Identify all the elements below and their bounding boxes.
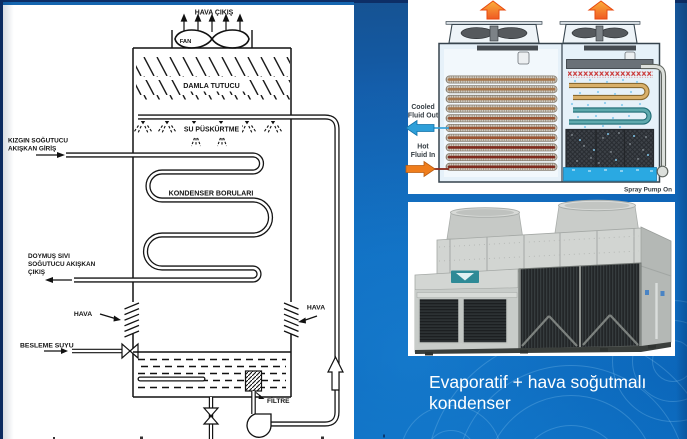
fan-motor <box>517 51 530 65</box>
hot-refrigerant-in-label-2: AKIŞKAN GİRİŞ <box>8 144 57 153</box>
hot-fluid-label-2: Fluid In <box>411 152 436 159</box>
filter-label: FİLTRE <box>267 397 290 405</box>
drain-valve-icon <box>202 407 220 425</box>
tower-diagram: Cooled Fluid Out Hot Fluid In Spray Pump… <box>405 0 672 194</box>
fan-blades <box>571 27 629 39</box>
air-out-label: HAVA ÇIKIŞ <box>195 10 234 17</box>
coil-braces <box>521 314 639 347</box>
spray-pump-icon <box>656 165 669 178</box>
slide-left-edge <box>0 0 3 439</box>
spray-pump-label: Spray Pump On <box>624 187 672 194</box>
filter-box <box>245 371 262 391</box>
drift-eliminator-hatch <box>136 57 290 77</box>
drift-eliminator-bar <box>566 59 654 69</box>
airflow-up-arrow-icon <box>587 0 615 20</box>
inlet-arrow-icon <box>57 152 65 158</box>
fan-blades <box>460 27 528 39</box>
cooled-fluid-label-2: Fluid Out <box>408 113 439 120</box>
spray-row <box>568 71 653 78</box>
equipment-photo <box>414 199 672 356</box>
intake-grille <box>462 297 508 344</box>
saturated-out-label-1: DOYMUŞ SIVI <box>28 253 70 260</box>
air-cooled-coil-bank <box>445 75 558 171</box>
cooled-fluid-arrow-icon <box>405 119 435 137</box>
air-right-arrow-icon <box>298 317 306 324</box>
hot-refrigerant-in-label-1: KIZGIN SOĞUTUCU <box>8 136 68 145</box>
air-left-label: HAVA <box>74 311 92 318</box>
fan-icon <box>174 29 250 49</box>
caption-line-1: Evaporatif + hava soğutmalı <box>429 372 647 392</box>
fan-cylinder <box>446 207 524 240</box>
feed-water-label: BESLEME SUYU <box>20 343 74 350</box>
air-right-label: HAVA <box>307 305 325 312</box>
airflow-up-arrow-icon <box>479 0 507 20</box>
cooled-fluid-label-1: Cooled <box>411 104 434 111</box>
left-louvers <box>124 302 140 338</box>
condenser-coil-pipe <box>66 152 274 283</box>
fan-cylinder <box>554 199 640 234</box>
riser-flow-arrow-icon <box>327 355 344 391</box>
outlet-arrow-icon <box>45 277 53 283</box>
saturated-out-label-3: ÇIKIŞ <box>28 269 46 276</box>
intake-grille <box>418 297 460 344</box>
basin-splash <box>572 169 653 172</box>
right-louvers <box>283 302 299 338</box>
hot-coil-tube <box>569 84 649 99</box>
feed-water-valve-icon <box>121 342 139 360</box>
slide-top-edge <box>0 0 687 3</box>
fill-media <box>565 128 655 169</box>
air-left-arrow-icon <box>113 315 121 322</box>
fill-media-droplets <box>579 133 649 161</box>
hot-fluid-label-1: Hot <box>417 144 429 151</box>
evaporative-condenser-schematic: HAVA ÇIKIŞ FAN <box>8 10 344 439</box>
cutoff-text-mark <box>383 434 385 438</box>
fan-label: FAN <box>180 39 192 45</box>
water-spray-label: SU PÜSKÜRTME <box>184 125 240 134</box>
saturated-out-label-2: SOĞUTUCU AKIŞKAN <box>28 259 96 268</box>
fill-media-speckles <box>571 132 647 164</box>
water-droplets <box>570 78 642 129</box>
air-out-arrows-icon <box>180 13 244 32</box>
basin-water <box>563 167 657 182</box>
spray-pump-icon <box>246 413 272 438</box>
cool-coil-tube <box>569 108 651 124</box>
caption-line-2: kondenser <box>429 393 511 413</box>
feed-water-arrow-icon <box>61 348 68 354</box>
spray-riser-pipe <box>641 65 665 166</box>
condenser-tubes-label: KONDENSER BORULARI <box>169 190 254 198</box>
slide-caption: Evaporatif + hava soğutmalı kondenser <box>429 372 679 414</box>
basin-water <box>138 358 286 389</box>
drift-eliminator-label: DAMLA TUTUCU <box>183 82 239 90</box>
hot-fluid-arrow-icon <box>405 160 436 178</box>
cutoff-text-marks <box>53 436 324 439</box>
